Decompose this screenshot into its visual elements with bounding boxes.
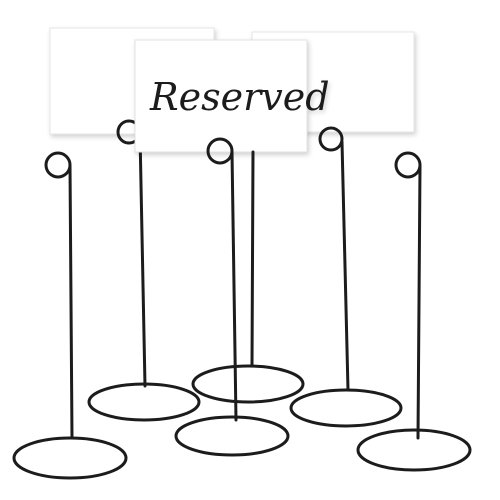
holder-back-left bbox=[87, 119, 201, 422]
holder-front-left bbox=[12, 151, 128, 480]
card-front: Reserved bbox=[134, 39, 330, 153]
card-reserved-text: Reserved bbox=[149, 75, 330, 119]
holder-center-back bbox=[191, 150, 305, 404]
holder-back-right bbox=[289, 126, 403, 428]
holder-front-right bbox=[356, 151, 472, 472]
holder-front-center bbox=[174, 137, 290, 457]
